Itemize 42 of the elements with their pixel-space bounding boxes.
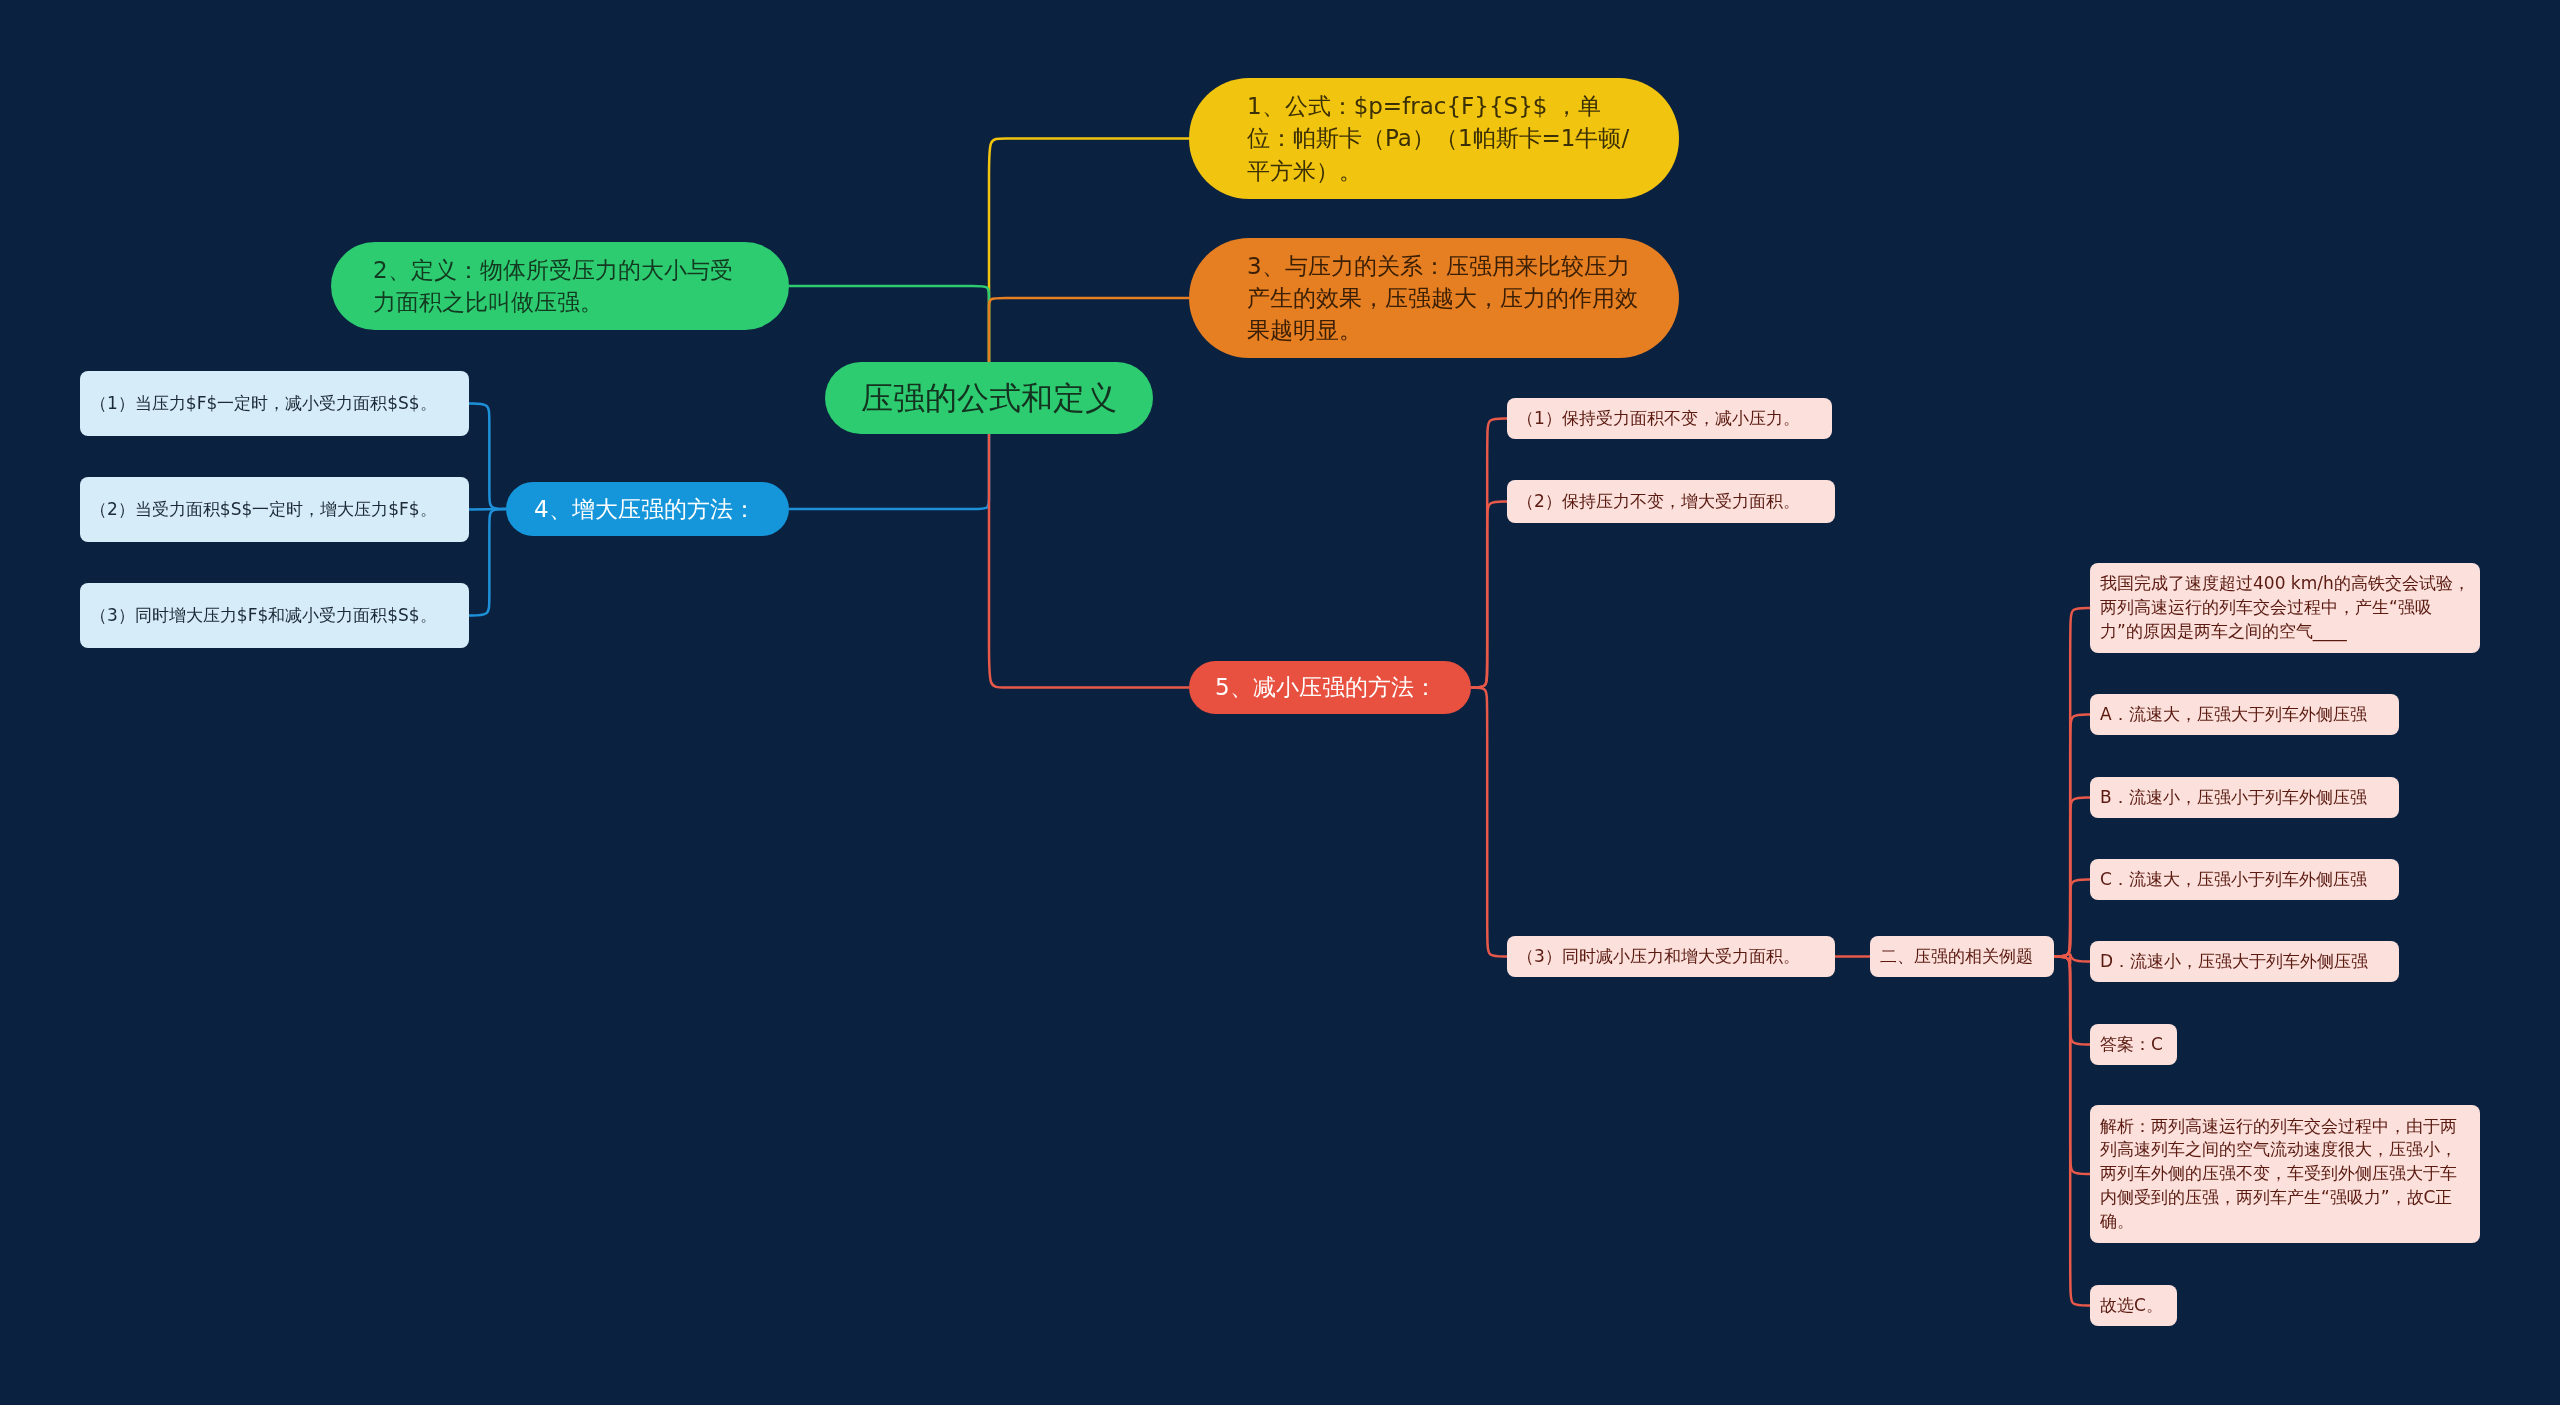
subtopic-text: 我国完成了速度超过400 km/h的高铁交会试验，两列高速运行的列车交会过程中，产生“强吸力”的原因是两车之间的空气____	[2100, 572, 2471, 644]
subtopic-card	[2090, 1285, 2177, 1326]
subtopic-card	[2090, 563, 2480, 653]
topic-text: 2、定义：物体所受压力的大小与受力面积之比叫做压强。	[373, 255, 734, 317]
connector-line	[469, 507, 506, 617]
subtopic-text: （3）同时减小压力和增大受力面积。	[1517, 944, 1800, 968]
subtopic-text: 答案：C	[2100, 1032, 2163, 1056]
subtopic-card	[80, 477, 469, 542]
subtopic-text: 二、压强的相关例题	[1880, 944, 2033, 968]
subtopic-text: （2）保持压力不变，增大受力面积。	[1517, 489, 1800, 513]
subtopic-card	[2090, 1105, 2480, 1243]
subtopic-text: C．流速大，压强小于列车外侧压强	[2100, 867, 2367, 891]
subtopic-text: 故选C。	[2100, 1293, 2163, 1317]
subtopic-text: 解析：两列高速运行的列车交会过程中，由于两列高速列车之间的空气流动速度很大，压强小，两列车外侧的压强不变，车受到外侧压强大于车内侧受到的压强，两列车产生“强吸力”，故C正确。	[2100, 1114, 2458, 1233]
connector-line	[987, 296, 1189, 362]
subtopic-text: B．流速小，压强小于列车外侧压强	[2100, 785, 2367, 809]
subtopic-card	[2090, 1024, 2177, 1065]
subtopic-card	[2090, 859, 2399, 900]
connector-line	[987, 434, 1189, 689]
subtopic-text: （3）同时增大压力$F$和减小受力面积$S$。	[90, 603, 437, 627]
subtopic-card	[80, 583, 469, 648]
subtopic-card	[1507, 480, 1835, 523]
subtopic-card	[1870, 936, 2054, 977]
subtopic-card	[1507, 936, 1835, 977]
subtopic-text: （1）当压力$F$一定时，减小受力面积$S$。	[90, 391, 437, 415]
topic-pill	[506, 482, 789, 536]
subtopic-text: （1）保持受力面积不变，减小压力。	[1517, 406, 1800, 430]
subtopic-text: （2）当受力面积$S$一定时，增大压力$F$。	[90, 497, 437, 521]
subtopic-card	[80, 371, 469, 436]
connector-line	[1835, 955, 1870, 958]
subtopic-card	[2090, 694, 2399, 735]
topic-text: 1、公式：$p=frac{F}{S}$ ，单位：帕斯卡（Pa）（1帕斯卡=1牛顿/平方米）。	[1247, 92, 1631, 186]
subtopic-card	[1507, 398, 1832, 439]
topic-pill	[1189, 661, 1471, 714]
topic-text: 压强的公式和定义	[861, 377, 1117, 419]
subtopic-card	[2090, 777, 2399, 818]
topic-text: 4、增大压强的方法：	[534, 494, 756, 524]
topic-text: 3、与压力的关系：压强用来比较压力产生的效果，压强越大，压力的作用效果越明显。	[1247, 251, 1639, 346]
subtopic-text: A．流速大，压强大于列车外侧压强	[2100, 702, 2367, 726]
topic-text: 5、减小压强的方法：	[1215, 673, 1437, 703]
subtopic-text: D．流速小，压强大于列车外侧压强	[2100, 949, 2369, 973]
subtopic-card	[2090, 941, 2399, 982]
